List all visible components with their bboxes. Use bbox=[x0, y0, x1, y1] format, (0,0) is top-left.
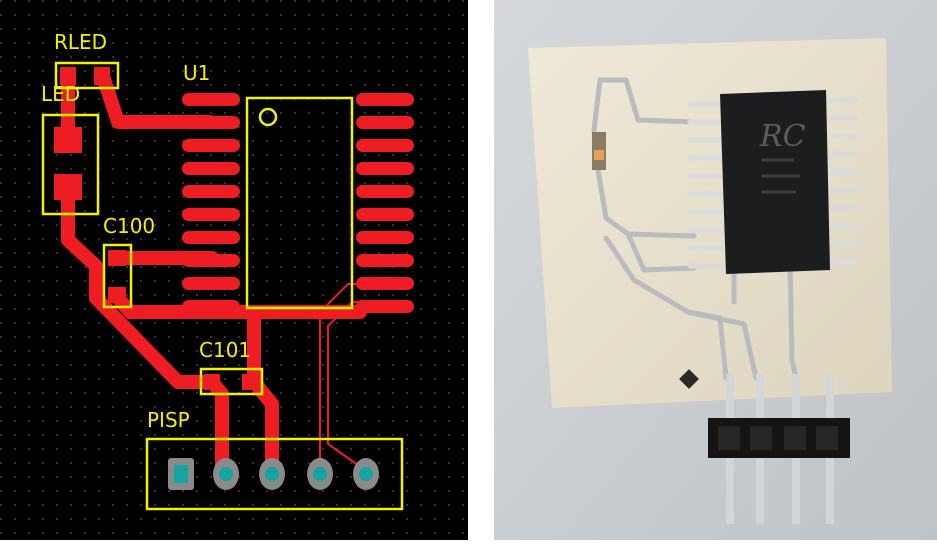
rled-pad-2 bbox=[94, 67, 110, 85]
silkscreen-outlines bbox=[41, 61, 404, 511]
passive-pads bbox=[54, 67, 258, 390]
grid-dots bbox=[0, 0, 468, 540]
header-body bbox=[708, 418, 850, 458]
chip-marking: RC bbox=[759, 119, 806, 154]
board-photo: RC bbox=[494, 0, 937, 540]
fiducial-mark bbox=[679, 369, 699, 389]
pcb-layout-canvas: RLED LED U1 C100 C101 PISP bbox=[0, 0, 468, 540]
pisp-label: PISP bbox=[147, 408, 190, 432]
u1-pin1-marker bbox=[258, 107, 278, 127]
c100-outline bbox=[102, 243, 133, 309]
photo-traces bbox=[591, 77, 799, 381]
board-substrate bbox=[528, 38, 892, 408]
c101-pad-2 bbox=[242, 374, 258, 390]
c101-pad-1 bbox=[204, 374, 220, 390]
board-photo-canvas: RC bbox=[494, 0, 937, 540]
trace-rled-to-u1 bbox=[96, 69, 217, 129]
rled-label: RLED bbox=[54, 30, 107, 54]
c100-pad-1 bbox=[108, 250, 126, 266]
rled-pad-1 bbox=[60, 67, 76, 85]
pisp-pads bbox=[168, 458, 379, 490]
led-outline bbox=[41, 113, 100, 216]
u1-label: U1 bbox=[183, 61, 210, 85]
chip-marking-lines bbox=[762, 158, 800, 194]
c100-pad-2 bbox=[108, 287, 126, 303]
pcb-layout-view: RLED LED U1 C100 C101 PISP bbox=[0, 0, 468, 540]
led-label: LED bbox=[41, 82, 80, 106]
u1-pads bbox=[182, 93, 414, 313]
c100-label: C100 bbox=[103, 214, 155, 238]
u1-outline bbox=[245, 96, 354, 310]
rled-outline bbox=[54, 61, 120, 90]
ic-body bbox=[720, 90, 830, 274]
led-pad-2 bbox=[54, 174, 82, 200]
c101-label: C101 bbox=[199, 338, 251, 362]
pisp-outline bbox=[145, 437, 404, 511]
c101-outline bbox=[199, 367, 264, 396]
led-pad-1 bbox=[54, 127, 82, 153]
